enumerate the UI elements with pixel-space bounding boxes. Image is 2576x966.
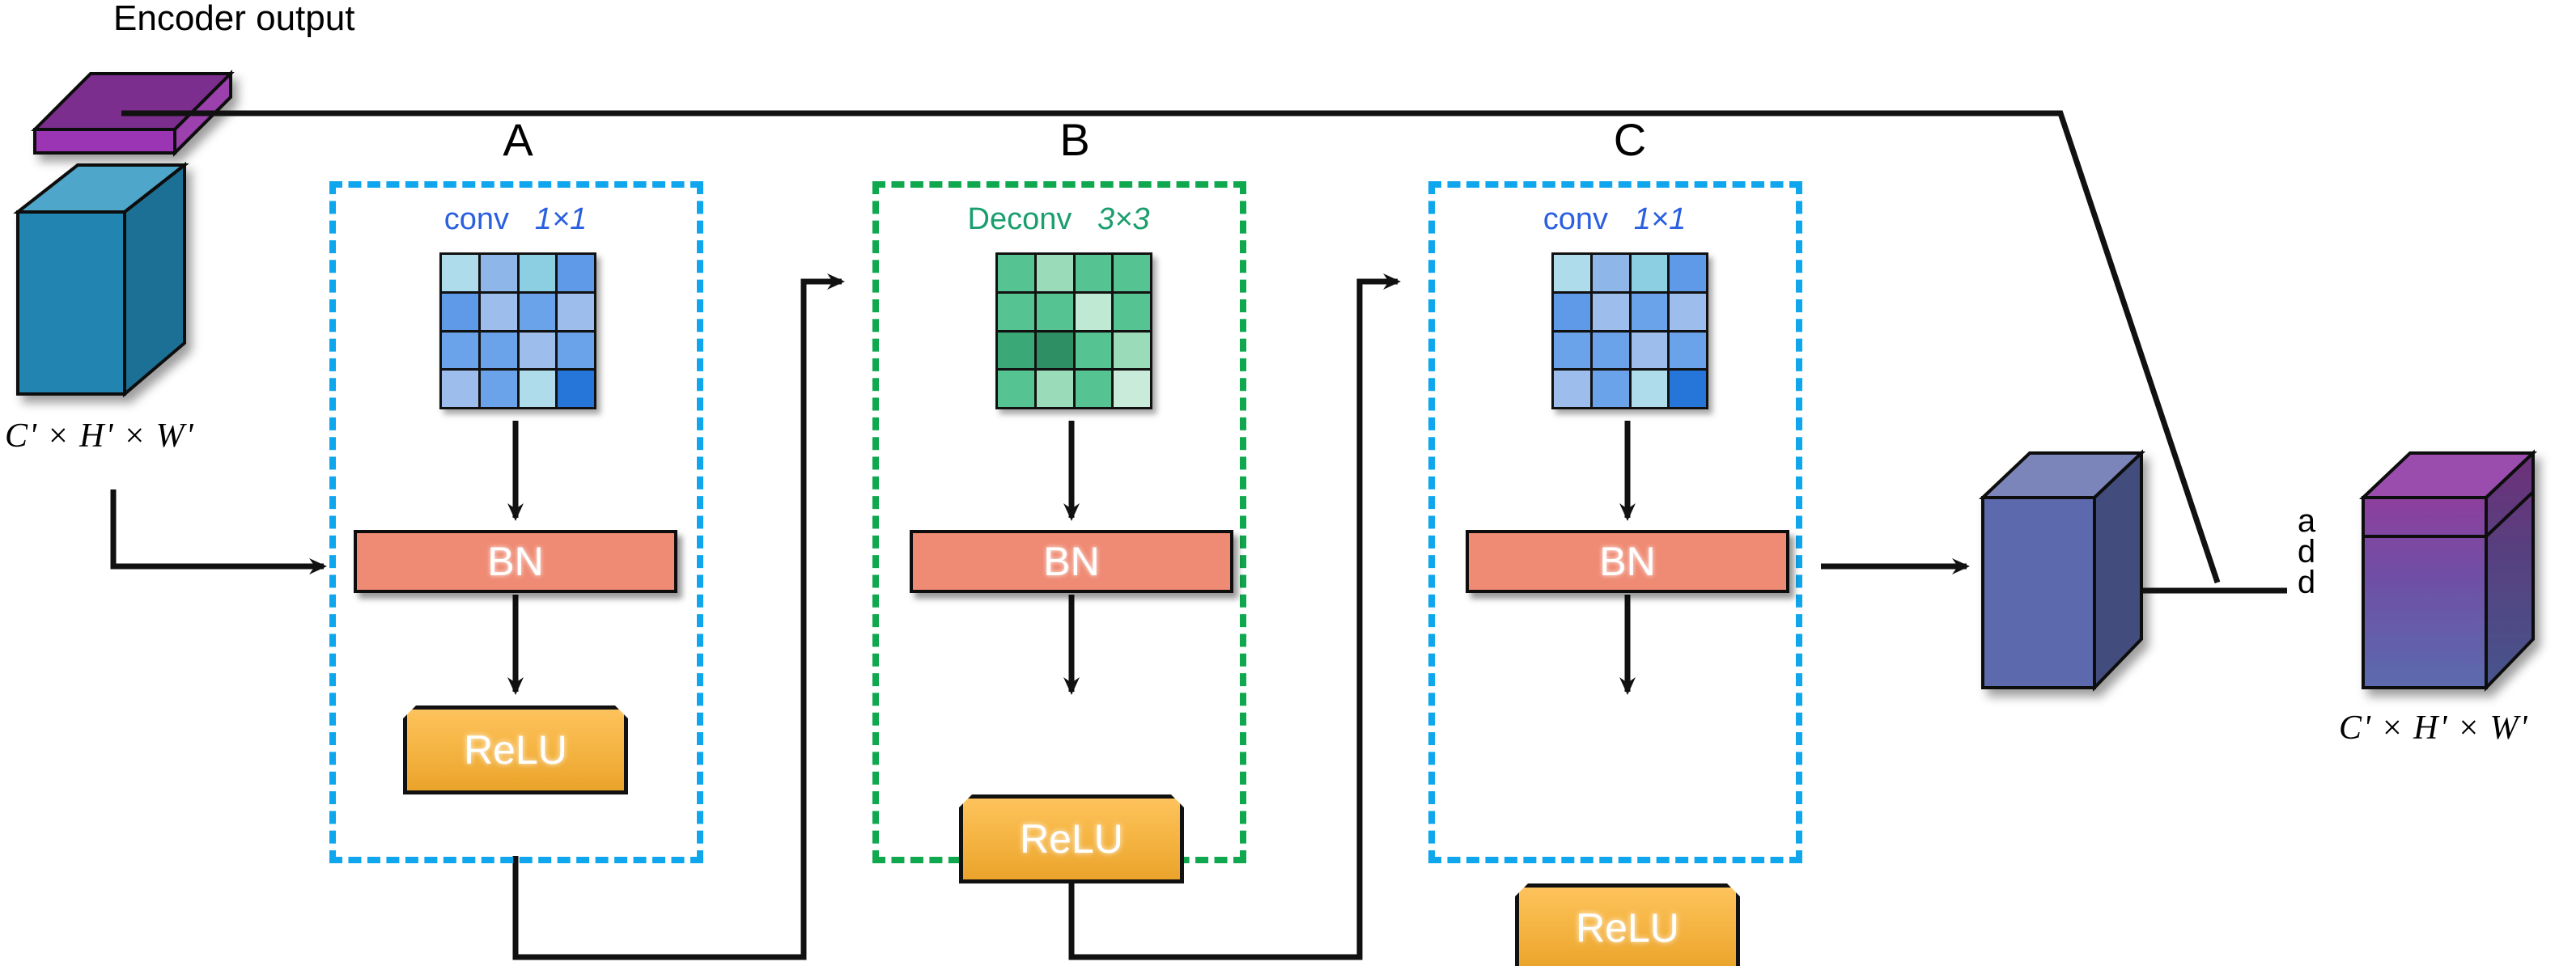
kernel-cell: [1075, 255, 1112, 291]
kernel-cell: [1670, 332, 1706, 369]
block-b-kernel-grid: [995, 252, 1152, 409]
block-b-kernel-label: Deconv 3×3: [897, 202, 1220, 237]
kernel-cell: [1631, 332, 1668, 369]
kernel-cell: [558, 255, 594, 291]
input-to-block-a-arrow: [110, 489, 327, 574]
block-letter-a: A: [503, 114, 533, 165]
kernel-cell: [442, 371, 478, 407]
block-b-kernel-size: 3×3: [1097, 202, 1150, 236]
block-c-relu-box: ReLU: [1515, 883, 1740, 966]
kernel-cell: [519, 255, 556, 291]
kernel-cell: [1075, 293, 1112, 330]
output-dim-text: C' × H' × W': [2339, 710, 2529, 747]
block-b-bn-label: BN: [1043, 539, 1100, 584]
block-a-kernel-label: conv 1×1: [354, 202, 677, 237]
block-a-relu-label: ReLU: [464, 727, 567, 773]
kernel-cell: [519, 332, 556, 369]
add-label-char: d: [2297, 534, 2316, 570]
kernel-cell: [1631, 293, 1668, 330]
kernel-cell: [480, 371, 517, 407]
kernel-cell: [1075, 371, 1112, 407]
kernel-cell: [1036, 255, 1073, 291]
kernel-cell: [558, 371, 594, 407]
kernel-cell: [1114, 371, 1150, 407]
kernel-cell: [519, 371, 556, 407]
kernel-cell: [1592, 255, 1629, 291]
output-dim-label: C' × H' × W': [2339, 709, 2529, 748]
kernel-cell: [1592, 332, 1629, 369]
block-a-bn-box: BN: [354, 530, 677, 593]
kernel-cell: [1592, 371, 1629, 407]
kernel-cell: [1036, 371, 1073, 407]
kernel-cell: [1554, 332, 1590, 369]
kernel-cell: [480, 332, 517, 369]
kernel-cell: [1670, 293, 1706, 330]
block-a-relu-box: ReLU: [403, 705, 628, 794]
kernel-cell: [1670, 371, 1706, 407]
block-b-relu-box: ReLU: [959, 794, 1184, 883]
input-dim-label: C' × H' × W': [5, 417, 195, 455]
block-group-c: [1428, 181, 1802, 863]
kernel-cell: [1114, 293, 1150, 330]
block-b-relu-label: ReLU: [1020, 816, 1123, 862]
kernel-cell: [1036, 332, 1073, 369]
block-group-a: [329, 181, 703, 863]
kernel-cell: [1114, 332, 1150, 369]
block-c-kernel-label: conv 1×1: [1453, 202, 1776, 237]
kernel-cell: [442, 332, 478, 369]
block-c-bn-box: BN: [1466, 530, 1789, 593]
kernel-cell: [1592, 293, 1629, 330]
block-a-bn-label: BN: [487, 539, 544, 584]
page-title: Encoder output: [113, 0, 355, 38]
input-feature-cube: [13, 161, 189, 398]
kernel-cell: [558, 293, 594, 330]
encoder-skip-connector: [121, 110, 2221, 584]
encoder-output-slab: [31, 70, 235, 157]
kernel-cell: [480, 293, 517, 330]
kernel-cell: [998, 255, 1034, 291]
kernel-cell: [1036, 293, 1073, 330]
decoder-feature-cube: [1978, 449, 2146, 692]
block-b-kernel-op: Deconv: [967, 202, 1072, 236]
block-letter-b: B: [1059, 114, 1090, 165]
block-c-bn-label: BN: [1599, 539, 1656, 584]
kernel-cell: [1554, 293, 1590, 330]
add-label-char: d: [2297, 565, 2316, 600]
kernel-cell: [442, 293, 478, 330]
block-a-to-b-connector: [512, 273, 845, 960]
kernel-cell: [998, 371, 1034, 407]
block-c-kernel-size: 1×1: [1633, 202, 1687, 236]
kernel-cell: [1114, 255, 1150, 291]
block-c-kernel-grid: [1551, 252, 1708, 409]
kernel-cell: [519, 293, 556, 330]
block-b-bn-box: BN: [910, 530, 1233, 593]
kernel-cell: [1554, 255, 1590, 291]
block-a-kernel-grid: [439, 252, 596, 409]
kernel-cell: [1075, 332, 1112, 369]
kernel-cell: [998, 332, 1034, 369]
block-b-to-c-connector: [1068, 273, 1401, 960]
block-c-kernel-op: conv: [1543, 202, 1609, 236]
kernel-cell: [1554, 371, 1590, 407]
block-a-kernel-op: conv: [443, 202, 510, 236]
block-c-relu-label: ReLU: [1576, 905, 1679, 951]
input-dim-text: C' × H' × W': [5, 417, 195, 455]
kernel-cell: [558, 332, 594, 369]
kernel-cell: [442, 255, 478, 291]
kernel-cell: [1670, 255, 1706, 291]
block-letter-c: C: [1613, 114, 1647, 165]
add-label-char: a: [2297, 503, 2316, 539]
kernel-cell: [998, 293, 1034, 330]
output-feature-cube: [2358, 449, 2538, 692]
kernel-cell: [480, 255, 517, 291]
kernel-cell: [1631, 255, 1668, 291]
block-a-kernel-size: 1×1: [534, 202, 588, 236]
kernel-cell: [1631, 371, 1668, 407]
